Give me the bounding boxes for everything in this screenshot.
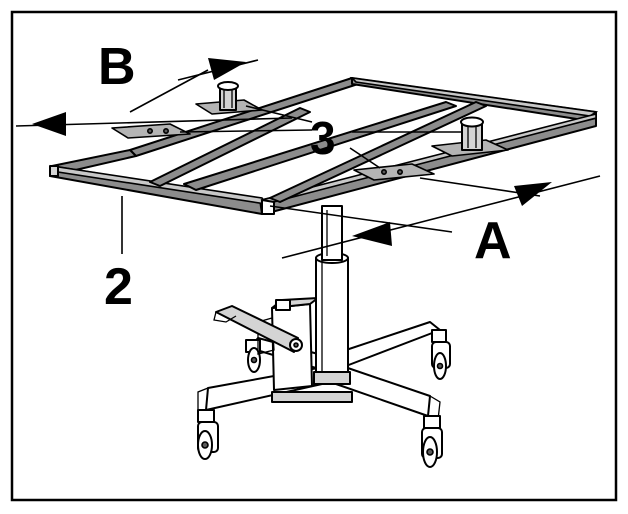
pump-handle bbox=[213, 305, 303, 353]
arrow-b-right bbox=[208, 58, 246, 80]
support-pad-back bbox=[195, 81, 263, 115]
frame-cross-3 bbox=[269, 101, 487, 203]
caster-front-right bbox=[421, 415, 443, 468]
arrow-a-left bbox=[352, 222, 392, 246]
caster-front-left bbox=[197, 409, 219, 460]
lift-mast bbox=[313, 205, 351, 385]
label-2: 2 bbox=[104, 258, 133, 316]
support-pad-right bbox=[431, 116, 509, 157]
leader-3 bbox=[179, 105, 462, 169]
frame-cross-2 bbox=[183, 101, 457, 191]
dimension-b bbox=[15, 58, 293, 136]
support-pad-left bbox=[111, 123, 191, 139]
label-3: 3 bbox=[310, 112, 336, 164]
frame-cross-1 bbox=[149, 107, 311, 187]
label-b: B bbox=[98, 38, 136, 96]
caster-back-right bbox=[431, 329, 451, 380]
dimension-a bbox=[269, 175, 601, 259]
arrow-b-left bbox=[32, 112, 66, 136]
arrow-a-right bbox=[514, 182, 552, 206]
label-a: A bbox=[474, 212, 512, 270]
caster-back-left bbox=[245, 339, 261, 373]
base-plate bbox=[271, 391, 353, 403]
frame bbox=[49, 76, 599, 215]
hydraulic-pump bbox=[257, 296, 321, 391]
support-pad-front bbox=[353, 163, 435, 181]
